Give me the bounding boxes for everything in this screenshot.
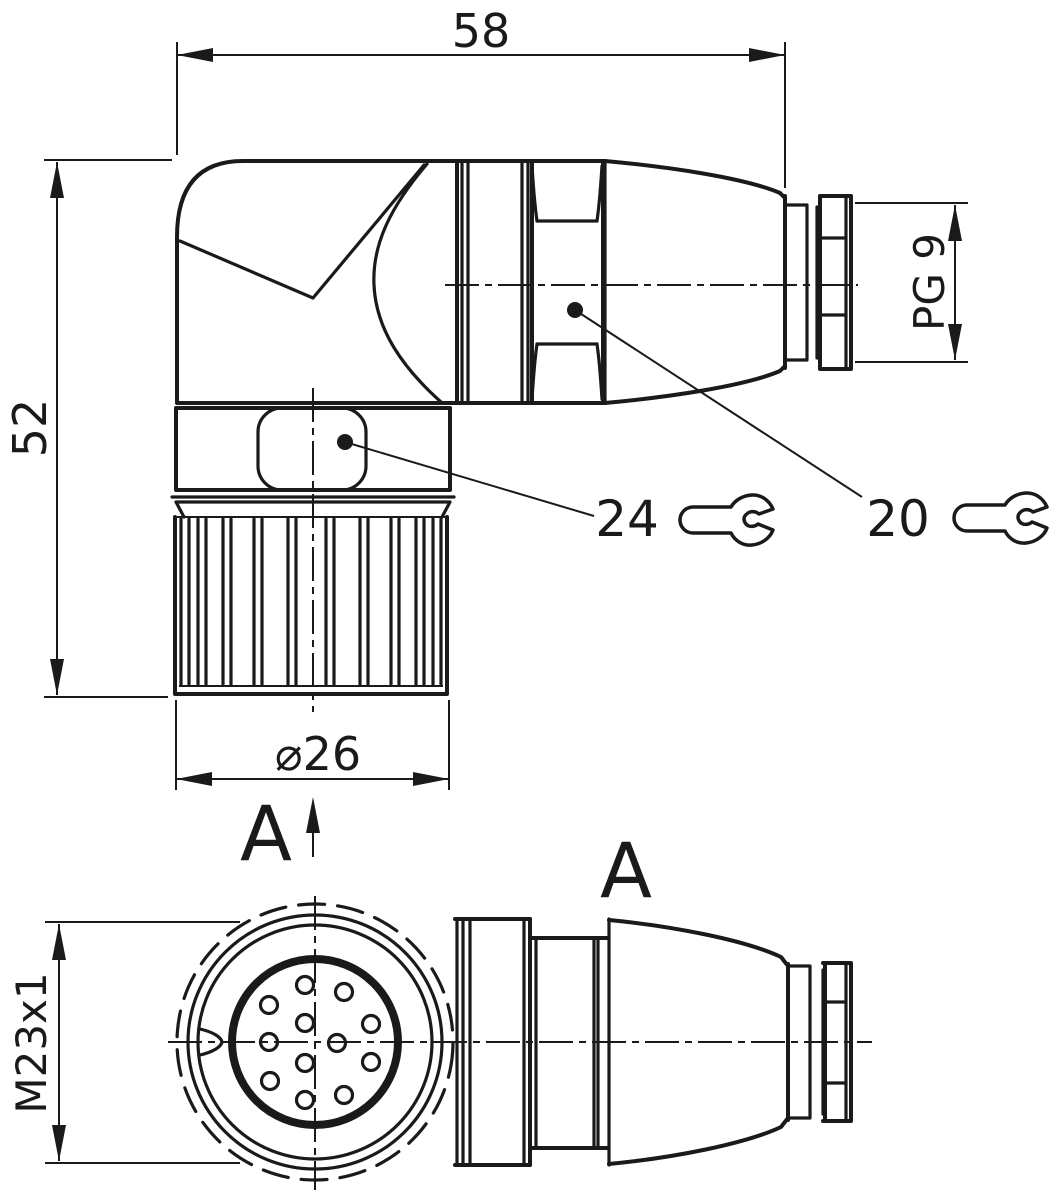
knurled-coupling-ring: [170, 388, 456, 712]
front-view: M23x1 A: [7, 826, 872, 1190]
dimension-dia26: ⌀26: [175, 700, 450, 790]
dim-58-label: 58: [452, 4, 511, 58]
view-direction-arrowhead: [306, 797, 320, 833]
side-profile: [453, 917, 853, 1167]
dim-dia26-label: ⌀26: [275, 727, 361, 781]
view-label-letter: A: [600, 826, 652, 915]
open-end-wrench-icon: [678, 493, 775, 547]
housing-body-outline: [175, 159, 607, 405]
knurl-ribs: [179, 517, 443, 686]
wrench-24-label: 24: [595, 490, 659, 548]
wrench-20-callout: 20: [574, 309, 1049, 548]
knurl-castellation-circle: [175, 902, 455, 1182]
dimension-pg9: PG 9: [855, 202, 968, 363]
pg9-gland: [783, 194, 853, 371]
view-arrow-letter: A: [240, 789, 292, 878]
wrench-24-callout: 24: [344, 441, 775, 548]
dimension-m23x1: M23x1: [7, 921, 240, 1164]
dimension-58: 58: [176, 4, 786, 188]
dim-pg9-label: PG 9: [905, 233, 954, 331]
dim-52-label: 52: [3, 399, 57, 458]
open-end-wrench-icon: [952, 491, 1049, 545]
body-rings: [460, 161, 530, 403]
view-direction-arrow: A: [240, 789, 320, 878]
top-view: 58 52 PG 9 ⌀26 24: [3, 4, 1049, 878]
tapered-backshell: [603, 159, 787, 405]
dimension-52: 52: [3, 159, 172, 698]
dim-m23x1-label: M23x1: [7, 972, 56, 1113]
connector-face: [168, 896, 872, 1190]
gland-hex-section: [530, 159, 605, 405]
wrench-20-label: 20: [866, 490, 930, 548]
